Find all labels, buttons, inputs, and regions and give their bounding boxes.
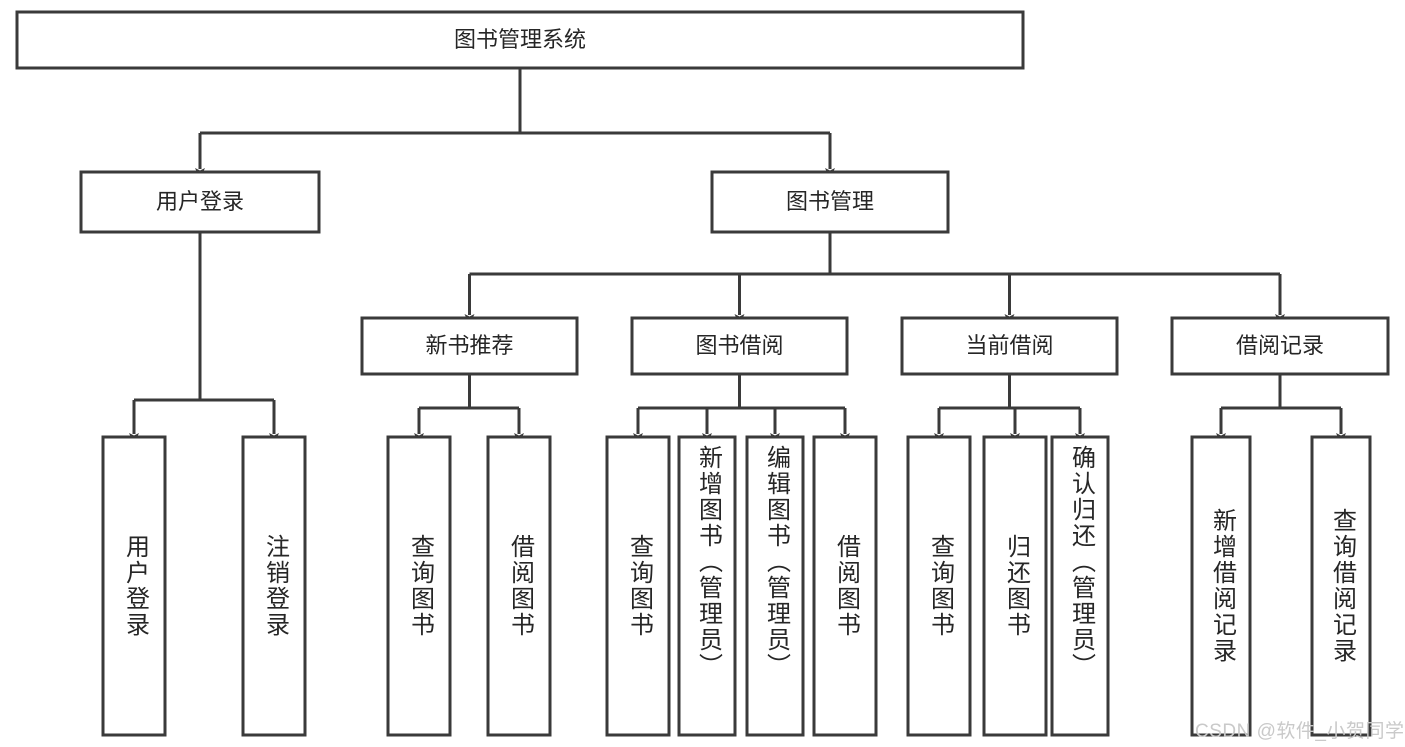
node-new-book-rec-rect[interactable] xyxy=(360,316,579,376)
node-user-login-label: 用户登录 xyxy=(156,189,244,214)
node-root[interactable]: 图书管理系统 xyxy=(15,10,1025,70)
node-new-book-rec-label: 新书推荐 xyxy=(425,333,513,358)
node-book-borrow-label: 图书借阅 xyxy=(695,333,783,358)
csdn-watermark: CSDN @软件_小贺同学 xyxy=(1195,721,1405,742)
node-leaf-return-book[interactable] xyxy=(982,435,1048,737)
connectors-layer xyxy=(129,68,1346,444)
node-leaf-query-book-2[interactable] xyxy=(605,435,671,737)
node-book-manage-label: 图书管理 xyxy=(786,189,874,214)
node-borrow-record[interactable]: 借阅记录 xyxy=(1170,316,1390,376)
node-book-borrow[interactable]: 图书借阅 xyxy=(630,316,849,376)
node-leaf-user-logout-rect[interactable] xyxy=(241,435,307,737)
node-book-borrow-rect[interactable] xyxy=(630,316,849,376)
node-leaf-query-book-2-rect[interactable] xyxy=(605,435,671,737)
node-root-rect[interactable] xyxy=(15,10,1025,70)
node-leaf-return-book-rect[interactable] xyxy=(982,435,1048,737)
node-current-borrow-label: 当前借阅 xyxy=(965,333,1053,358)
node-leaf-add-record[interactable] xyxy=(1190,435,1252,737)
node-leaf-borrow-book-1[interactable] xyxy=(486,435,552,737)
node-leaf-query-book-1[interactable] xyxy=(386,435,452,737)
node-leaf-query-book-3[interactable] xyxy=(906,435,972,737)
node-borrow-record-label: 借阅记录 xyxy=(1236,333,1324,358)
node-leaf-borrow-book-2-rect[interactable] xyxy=(812,435,878,737)
node-new-book-rec[interactable]: 新书推荐 xyxy=(360,316,579,376)
node-leaf-borrow-book-1-rect[interactable] xyxy=(486,435,552,737)
node-leaf-query-record[interactable] xyxy=(1310,435,1372,737)
node-leaf-user-login[interactable] xyxy=(101,435,167,737)
node-leaf-add-book[interactable] xyxy=(677,435,737,737)
node-leaf-query-book-1-rect[interactable] xyxy=(386,435,452,737)
node-leaf-confirm-return-rect[interactable] xyxy=(1050,435,1110,737)
node-leaf-edit-book[interactable] xyxy=(745,435,805,737)
node-leaf-add-record-rect[interactable] xyxy=(1190,435,1252,737)
node-user-login-rect[interactable] xyxy=(79,170,321,234)
node-leaf-query-record-rect[interactable] xyxy=(1310,435,1372,737)
node-book-manage-rect[interactable] xyxy=(710,170,950,234)
node-leaf-add-book-rect[interactable] xyxy=(677,435,737,737)
node-root-label: 图书管理系统 xyxy=(454,27,586,52)
node-current-borrow[interactable]: 当前借阅 xyxy=(900,316,1119,376)
node-leaf-borrow-book-2[interactable] xyxy=(812,435,878,737)
node-user-login[interactable]: 用户登录 xyxy=(79,170,321,234)
node-borrow-record-rect[interactable] xyxy=(1170,316,1390,376)
node-current-borrow-rect[interactable] xyxy=(900,316,1119,376)
node-leaf-query-book-3-rect[interactable] xyxy=(906,435,972,737)
node-leaf-user-login-rect[interactable] xyxy=(101,435,167,737)
node-leaf-edit-book-rect[interactable] xyxy=(745,435,805,737)
node-leaf-user-logout[interactable] xyxy=(241,435,307,737)
node-leaf-confirm-return[interactable] xyxy=(1050,435,1110,737)
node-book-manage[interactable]: 图书管理 xyxy=(710,170,950,234)
